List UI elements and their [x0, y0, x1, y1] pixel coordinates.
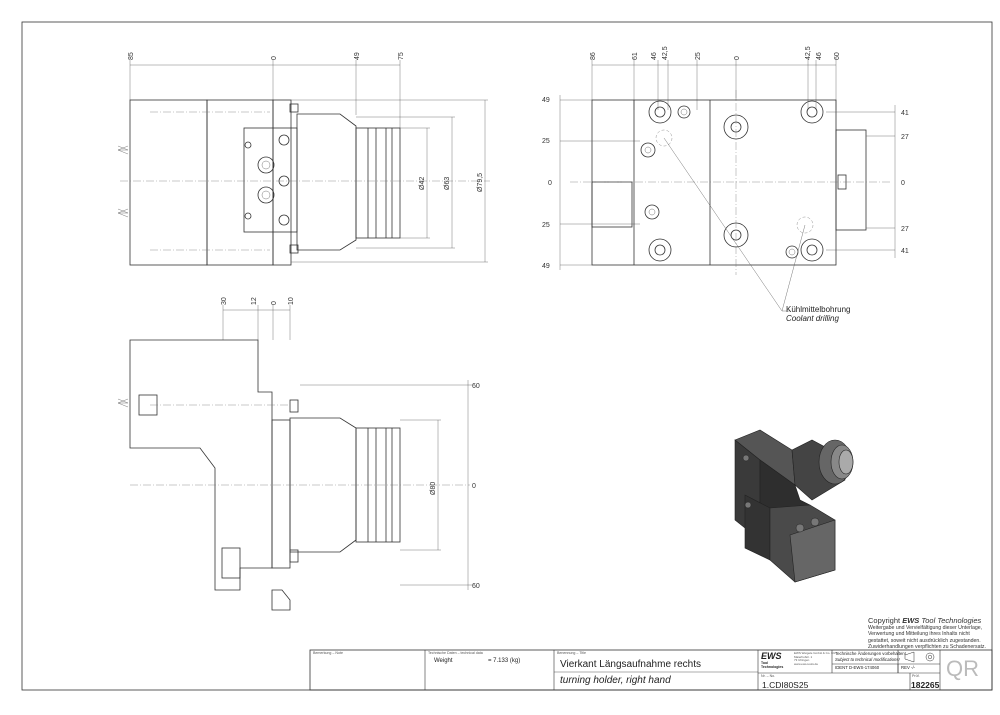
dim-25: 25	[695, 52, 702, 60]
dim-42-5a: 42,5	[662, 46, 669, 60]
company-address: EWS Weigele GmbH & Co. KG Maierhofstr. 1…	[794, 651, 836, 666]
bottom-left-view: 30 12 0 10 60 0 60 Ø80	[117, 297, 480, 611]
projection-symbol	[904, 651, 915, 663]
copyright-line: Verwertung und Mitteilung ihres Inhalts …	[868, 631, 970, 638]
dim-0: 0	[271, 301, 278, 305]
dim-12: 12	[251, 297, 258, 305]
copyright-line: gestattet, soweit nicht ausdrücklich zug…	[868, 637, 981, 644]
callout-en: Coolant drilling	[786, 314, 839, 323]
weight-value: = 7.133 (kg)	[488, 658, 521, 664]
dim-41-bottom: 41	[901, 248, 909, 255]
dim-42-5b: 42,5	[805, 46, 812, 60]
qr-code: QR	[946, 656, 979, 681]
top-right-view: 86 61 46 42,5 25 0 42,5 46 60	[542, 46, 909, 312]
dim-60: 60	[834, 52, 841, 60]
title-block-frame	[309, 649, 993, 691]
dim-0-left: 0	[548, 180, 552, 187]
dim-46a: 46	[651, 52, 658, 60]
drawing-label: Prüf.	[912, 674, 920, 678]
ews-logo: EWS Tool Technologies	[761, 651, 791, 670]
company-line: EWS Weigele GmbH & Co. KG	[794, 651, 836, 655]
copyright-notice: Copyright EWS Tool Technologies Weiterga…	[868, 616, 993, 650]
top-left-view: 85 0 49 75 Ø42 Ø63 Ø79,5	[117, 52, 490, 266]
dim-49-bottom: 49	[542, 263, 550, 270]
dim-d63: Ø63	[444, 177, 451, 190]
copyright-line: Zuwiderhandlungen verpflichten zu Schade…	[868, 643, 986, 650]
dim-85: 85	[128, 52, 135, 60]
company-line: 73 Uhingen	[794, 658, 810, 662]
dim-49-top: 49	[542, 97, 550, 104]
dim-30: 30	[221, 297, 228, 305]
weight-label: Weight	[434, 658, 453, 664]
isometric-view	[734, 429, 854, 583]
dim-27-top: 27	[901, 134, 909, 141]
dim-61: 61	[632, 52, 639, 60]
dim-d79-5: Ø79,5	[477, 173, 484, 192]
title-de: Vierkant Längsaufnahme rechts	[560, 659, 702, 670]
dim-60-top: 60	[472, 383, 480, 390]
notice-de: Technische Änderungen vorbehalten!	[835, 651, 906, 656]
dim-0: 0	[271, 56, 278, 60]
logo-sub: Tool Technologies	[761, 661, 784, 669]
company-line: Maierhofstr. 1	[794, 654, 813, 659]
logo-main: EWS	[761, 651, 782, 661]
dim-0-right: 0	[901, 180, 905, 187]
callout-de: Kühlmittelbohrung	[786, 305, 851, 314]
dim-46b: 46	[816, 52, 823, 60]
dim-27-bottom: 27	[901, 226, 909, 233]
coolant-callout: Kühlmittelbohrung Coolant drilling	[786, 305, 850, 323]
copyright-title: Copyright EWS Tool Technologies	[868, 616, 982, 625]
remark-label: Bemerkung – Note	[313, 651, 343, 655]
dim-d80: Ø80	[430, 482, 437, 495]
dim-86: 86	[590, 52, 597, 60]
dim-25-bottom: 25	[542, 222, 550, 229]
dim-0: 0	[734, 56, 741, 60]
notice-en: Subject to technical modifications!	[835, 657, 900, 662]
dim-10: 10	[288, 297, 295, 305]
dim-25-top: 25	[542, 138, 550, 145]
dim-41-top: 41	[901, 110, 909, 117]
company-line: www.ews-tools.de	[794, 661, 819, 666]
revision: REV -/-	[901, 665, 916, 670]
dim-49: 49	[354, 52, 361, 60]
drawing-number: 182265	[911, 680, 940, 690]
dim-75: 75	[398, 52, 405, 60]
title-en: turning holder, right hand	[560, 675, 671, 686]
dim-d42: Ø42	[419, 177, 426, 190]
number-label: Nr. – No.	[761, 674, 776, 678]
dim-60-bottom: 60	[472, 583, 480, 590]
title-label: Benennung – Title	[557, 651, 586, 655]
ident-number: IDENT D-EWS-174060	[835, 665, 880, 670]
part-number: 1.CDI80S25	[762, 680, 809, 690]
tech-data-label: Technische Daten – technical data	[428, 651, 483, 655]
dim-0-right: 0	[472, 483, 476, 490]
drawing-frame	[21, 21, 993, 691]
copyright-line: Weitergabe und Vervielfältigung dieser U…	[868, 625, 983, 631]
